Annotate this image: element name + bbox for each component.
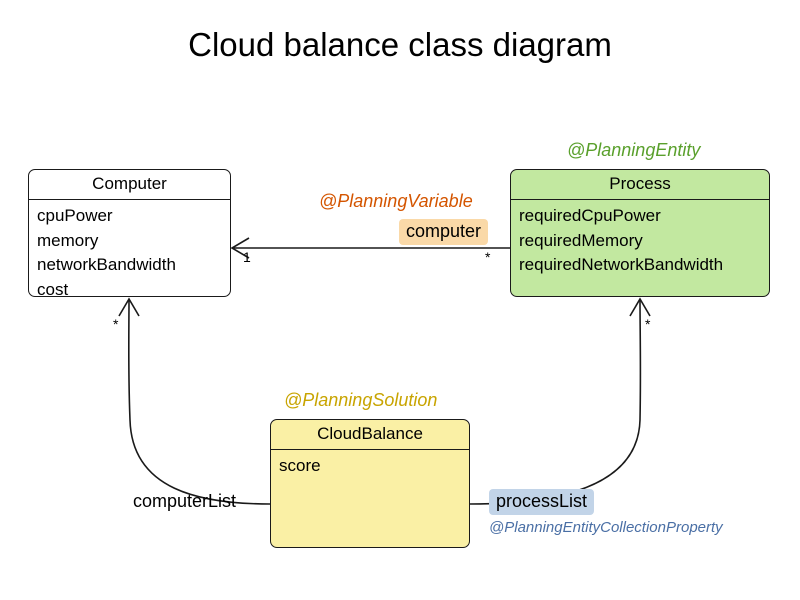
class-name-computer: Computer [92,174,167,193]
attribute-item: cost [37,280,69,297]
class-separator [271,448,469,451]
multiplicity-computerlist-end: * [113,316,119,332]
class-separator [511,198,769,201]
class-attributes-process: requiredCpuPower requiredMemory required… [511,200,769,282]
multiplicity-process-end: * [485,249,491,265]
attribute-item: score [279,456,321,476]
class-name-process: Process [609,174,671,193]
role-label-processlist: processList [489,489,595,515]
attribute-item: requiredNetworkBandwidth [519,255,724,275]
stereotype-planning-entity: @PlanningEntity [567,140,701,160]
multiplicity-computer-end: 1 [243,249,251,265]
attribute-item: memory [37,230,99,250]
attribute-item: requiredMemory [519,230,643,250]
page-title: Cloud balance class diagram [188,26,612,63]
class-box-computer[interactable]: Computer cpuPower memory networkBandwidt… [28,169,231,297]
multiplicity-processlist-end: * [645,316,651,332]
class-separator [29,198,230,201]
class-box-cloudbalance[interactable]: CloudBalance score [270,419,470,548]
stereotype-planning-variable: @PlanningVariable [319,191,473,211]
edge-cloudbalance-to-computer [118,297,271,505]
edge-cloudbalance-to-process [469,297,651,505]
stereotype-planning-solution: @PlanningSolution [284,390,438,410]
stereotype-planning-entity-collection-property: @PlanningEntityCollectionProperty [489,519,723,536]
attribute-item: requiredCpuPower [519,206,661,226]
attribute-item: cpuPower [37,206,113,226]
class-attributes-computer: cpuPower memory networkBandwidth cost [29,200,230,297]
class-name-cloudbalance: CloudBalance [317,424,423,443]
role-label-computer: computer [399,219,489,245]
attribute-item: networkBandwidth [37,255,176,275]
class-attributes-cloudbalance: score [271,450,469,483]
role-label-computerlist: computerList [133,491,237,511]
class-box-process[interactable]: Process requiredCpuPower requiredMemory … [510,169,770,297]
